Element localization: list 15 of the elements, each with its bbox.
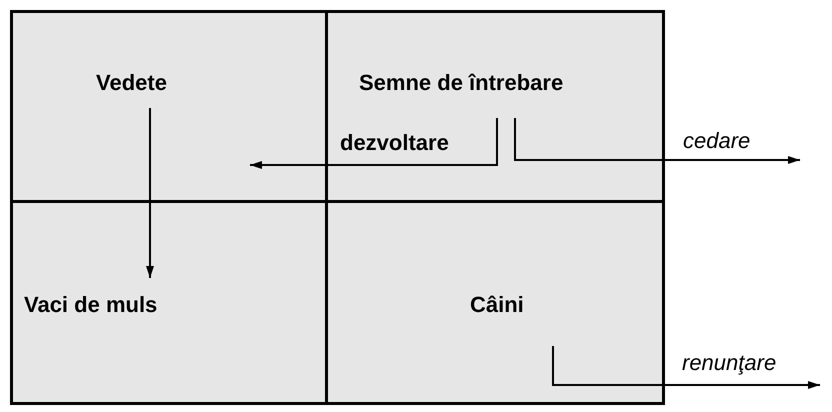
- arrow: [552, 346, 820, 389]
- quadrant-cell: [325, 200, 665, 405]
- quadrant-label: Câini: [470, 292, 524, 318]
- edge-label: renunţare: [682, 350, 776, 376]
- quadrant-cell: [10, 10, 328, 203]
- quadrant-cell: [10, 200, 328, 405]
- quadrant-label: Semne de întrebare: [359, 70, 564, 96]
- quadrant-label: Vedete: [96, 70, 167, 96]
- arrow: [514, 118, 800, 164]
- edge-label: dezvoltare: [340, 130, 449, 156]
- quadrant-label: Vaci de muls: [24, 292, 158, 318]
- arrow: [146, 108, 154, 278]
- edge-label: cedare: [683, 128, 750, 154]
- quadrant-cell: [325, 10, 665, 203]
- arrow: [250, 118, 498, 169]
